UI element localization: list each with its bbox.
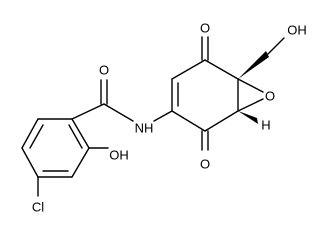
epoxide-bond (237, 78, 264, 93)
bottom-ketone-oxygen-label: O (200, 157, 210, 172)
wedge-bond-hydroxymethyl (238, 51, 269, 79)
ring-bond (171, 59, 206, 80)
chlorine-label: Cl (32, 200, 44, 215)
ring-bond (21, 118, 39, 149)
ring-bond (21, 147, 39, 178)
amide-nh-label: NH (135, 121, 154, 136)
ring-bond (204, 110, 239, 132)
ring-bond (71, 118, 90, 149)
ring-bond (204, 59, 239, 80)
top-ketone-oxygen-label: O (200, 21, 210, 36)
stereo-hydrogen-label: H (261, 118, 270, 133)
carbonyl-n-bond (103, 103, 134, 122)
epoxide-oxygen-label: O (265, 89, 275, 104)
structure-diagram: O NH OH Cl O O O OH H (21, 21, 307, 215)
aryl-substituents (37, 147, 109, 197)
phenol-oh-label: OH (109, 148, 129, 163)
benzene-ring (21, 118, 90, 178)
ring-inner-bond (68, 124, 83, 149)
epoxide (237, 78, 264, 112)
epoxyquinone-ring (171, 36, 239, 151)
hydroxymethyl-bond (267, 37, 285, 55)
hydroxymethyl-oh-label: OH (287, 23, 307, 38)
epoxide-bond (237, 98, 264, 112)
ring-inner-bond (29, 124, 44, 149)
aryl-carbonyl-bond (71, 103, 105, 120)
n-ring-bond (153, 110, 173, 122)
ring-bond (71, 147, 90, 178)
amide-group (71, 79, 173, 122)
amide-oxygen-label: O (99, 63, 109, 78)
ring-bond (171, 110, 206, 132)
molecule-drawing: O NH OH Cl O O O OH H (21, 21, 307, 215)
wedge-bond-hydrogen (238, 111, 258, 124)
